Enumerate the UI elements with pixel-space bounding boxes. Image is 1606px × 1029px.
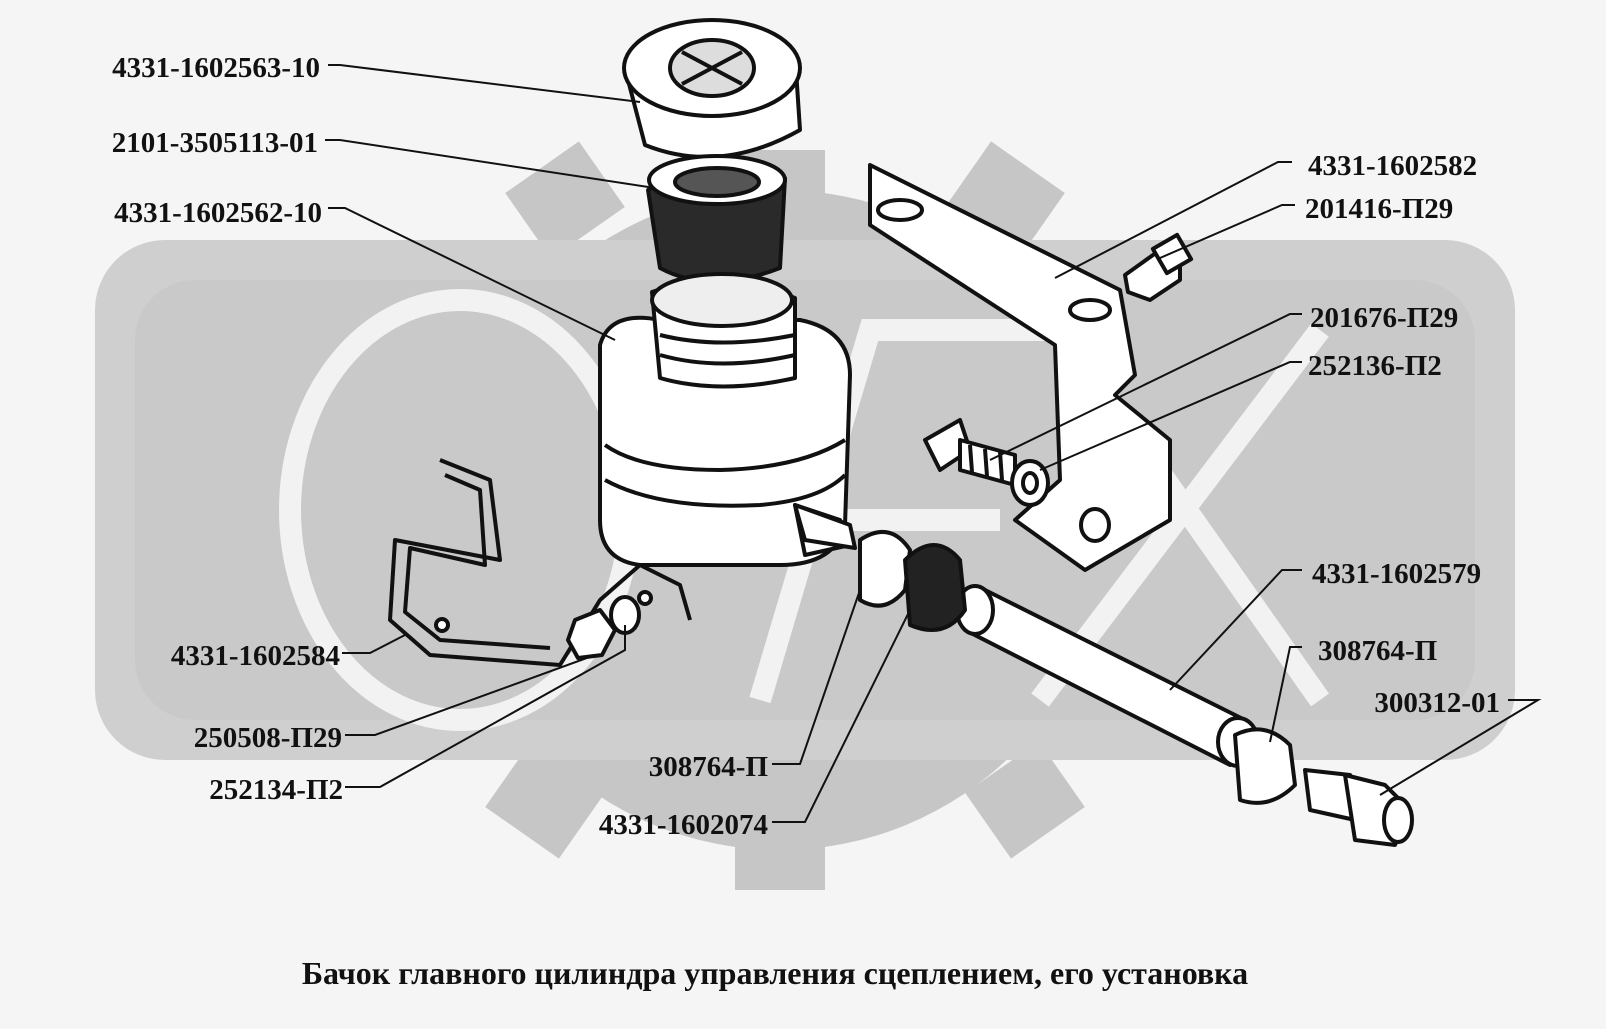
label-mounting-bracket: 4331-1602582: [1308, 150, 1477, 182]
filler-cap-shape: [622, 18, 802, 159]
reservoir-shape: [598, 272, 852, 567]
mounting-bracket-shape: [868, 163, 1172, 572]
label-hose: 4331-1602579: [1312, 558, 1481, 590]
label-hose-fitting: 300312-01: [1374, 687, 1500, 719]
label-bolt-washer: 252136-П2: [1308, 350, 1442, 382]
leader-hose-clamp-right: [1269, 646, 1302, 743]
leader-strap-washer: [345, 625, 626, 788]
leader-nozzle-ring: [772, 609, 911, 823]
hose-shape: [955, 584, 1414, 847]
parts-drawing: [388, 18, 1414, 847]
leader-filler-cap: [328, 64, 641, 103]
label-bracket-bolt: 201416-П29: [1305, 193, 1453, 225]
leader-mounting-bracket: [1054, 161, 1292, 279]
cap-gasket-shape: [646, 154, 787, 284]
leader-bolt-washer: [1039, 361, 1302, 471]
label-hose-clamp-left: 308764-П: [649, 751, 768, 783]
leader-hose-fitting: [1379, 699, 1542, 796]
leader-mounting-bolt: [989, 313, 1302, 461]
reservoir-strap-shape: [388, 458, 692, 667]
leader-reservoir: [328, 207, 616, 341]
label-strap-washer: 252134-П2: [209, 774, 343, 806]
leader-hose: [1169, 569, 1302, 691]
label-cap-gasket: 2101-3505113-01: [112, 127, 318, 159]
label-filler-cap: 4331-1602563-10: [112, 52, 320, 84]
leader-strap-nut: [345, 654, 596, 736]
part-labels: 4331-1602563-10 2101-3505113-01 4331-160…: [112, 52, 1500, 841]
label-nozzle-ring: 4331-1602074: [599, 809, 768, 841]
leader-hose-clamp-left: [772, 589, 861, 765]
leader-lines: [325, 64, 1542, 823]
label-reservoir: 4331-1602562-10: [114, 197, 322, 229]
mounting-bolt-shape: [923, 418, 1050, 507]
leader-cap-gasket: [325, 139, 656, 189]
label-mounting-bolt: 201676-П29: [1310, 302, 1458, 334]
leader-bracket-bolt: [1159, 204, 1295, 259]
diagram-caption: Бачок главного цилиндра управления сцепл…: [302, 955, 1248, 991]
label-strap-nut: 250508-П29: [194, 722, 342, 754]
label-reservoir-strap: 4331-1602584: [171, 640, 340, 672]
leader-reservoir-strap: [342, 634, 406, 654]
label-hose-clamp-right: 308764-П: [1318, 635, 1437, 667]
nozzle-clamp-shape: [793, 503, 967, 632]
